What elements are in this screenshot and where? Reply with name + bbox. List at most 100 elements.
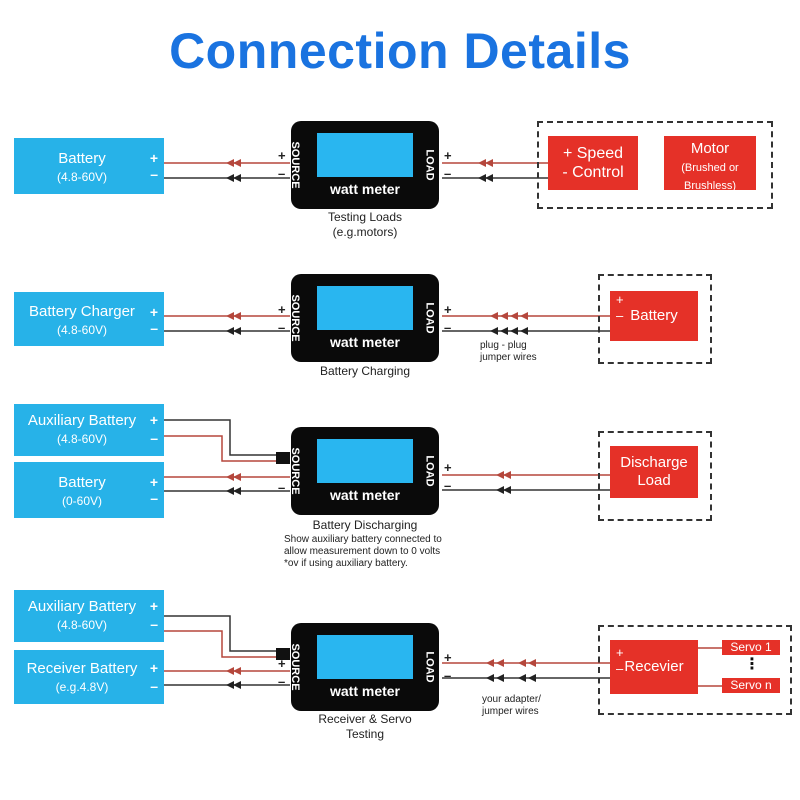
positive-terminal: + xyxy=(149,598,158,614)
row2-wires xyxy=(163,312,610,335)
discharge-note: Show auxiliary battery connected to allo… xyxy=(284,534,442,570)
source-box-auxiliary-battery: Auxiliary Battery(4.8-60V) + – xyxy=(14,404,164,456)
source-name: Receiver Battery xyxy=(26,660,138,677)
caption-battery-discharging: Battery Discharging xyxy=(290,518,440,533)
meter-load-label: LOAD xyxy=(423,455,436,487)
meter-load-plus: + xyxy=(444,650,452,665)
load-name: Recevier xyxy=(624,658,684,675)
source-name: Battery xyxy=(58,150,106,167)
meter-source-minus: – xyxy=(278,320,286,335)
positive-terminal: + xyxy=(149,660,158,676)
meter-source-minus: – xyxy=(278,480,286,495)
meter-load-plus: + xyxy=(444,460,452,475)
load-group-box xyxy=(537,121,773,209)
negative-terminal: – xyxy=(150,616,158,632)
meter-source-minus: – xyxy=(278,674,286,689)
row3-wires xyxy=(163,419,610,495)
watt-meter: SOURCE LOAD watt meter xyxy=(289,623,439,711)
row1-wires xyxy=(163,159,548,182)
negative-terminal: – xyxy=(150,678,158,694)
source-name: Auxiliary Battery xyxy=(27,598,137,615)
load-box-motor: Motor (Brushed or Brushless) xyxy=(664,136,756,192)
meter-source-plus: + xyxy=(278,656,286,671)
load-minus: – xyxy=(616,308,624,323)
wire-note: your adapter/ jumper wires xyxy=(482,694,541,718)
meter-load-minus: – xyxy=(444,668,452,683)
note-line: *ov if using auxiliary battery. xyxy=(284,558,408,569)
load-line: - Control xyxy=(562,164,624,181)
source-name: Battery xyxy=(58,474,106,491)
positive-terminal: + xyxy=(149,304,158,320)
meter-source-plus: + xyxy=(278,302,286,317)
load-line: Motor xyxy=(690,140,730,157)
source-box-receiver-battery: Receiver Battery (e.g.4.8V) + – xyxy=(14,650,164,704)
negative-terminal: – xyxy=(150,320,158,336)
load-line: + Speed xyxy=(562,145,624,162)
source-box-battery: Battery(0-60V) + – xyxy=(14,462,164,518)
load-plus: + xyxy=(616,292,624,307)
load-group-box xyxy=(598,625,792,715)
meter-screen xyxy=(317,439,413,483)
meter-screen xyxy=(317,133,413,177)
load-line: (Brushed or xyxy=(681,162,739,174)
load-box-speed-control: + Speed - Control xyxy=(548,136,638,190)
meter-load-label: LOAD xyxy=(423,651,436,683)
caption-line: Testing Loads xyxy=(327,210,403,224)
servo-label: Servo 1 xyxy=(730,640,772,654)
watt-meter: SOURCE LOAD watt meter xyxy=(289,274,439,362)
source-box-battery: Battery (4.8-60V) + – xyxy=(14,138,164,194)
source-range: (4.8-60V) xyxy=(56,618,108,632)
caption-testing-loads: Testing Loads (e.g.motors) xyxy=(290,210,440,240)
wire-note: plug - plug jumper wires xyxy=(480,340,537,364)
wire-note-line: your adapter/ xyxy=(482,694,541,705)
servo-box-1: Servo 1 xyxy=(722,640,780,655)
load-box-receiver: + – Recevier xyxy=(610,640,698,694)
positive-terminal: + xyxy=(149,150,158,166)
negative-terminal: – xyxy=(150,430,158,446)
meter-load-minus: – xyxy=(444,478,452,493)
source-name: Battery Charger xyxy=(29,303,135,320)
meter-load-plus: + xyxy=(444,302,452,317)
watt-meter: SOURCE LOAD watt meter xyxy=(289,427,439,515)
source-box-battery-charger: Battery Charger(4.8-60V) + – xyxy=(14,292,164,346)
caption-battery-charging: Battery Charging xyxy=(290,364,440,379)
meter-label: watt meter xyxy=(329,334,401,350)
row4-wires xyxy=(163,615,722,689)
meter-source-minus: – xyxy=(278,166,286,181)
source-range: (4.8-60V) xyxy=(56,170,108,184)
caption-line: Battery Discharging xyxy=(312,518,418,532)
wire-note-line: jumper wires xyxy=(482,706,539,717)
source-range: (0-60V) xyxy=(61,494,102,508)
caption-receiver-servo-testing: Receiver & Servo Testing xyxy=(290,712,440,742)
meter-source-plus: + xyxy=(278,148,286,163)
caption-line: Testing xyxy=(345,727,385,741)
servo-box-n: Servo n xyxy=(722,678,780,693)
meter-screen xyxy=(317,635,413,679)
source-box-auxiliary-battery: Auxiliary Battery (4.8-60V) + – xyxy=(14,590,164,642)
watt-meter: SOURCE LOAD watt meter xyxy=(289,121,439,209)
meter-screen xyxy=(317,286,413,330)
source-range: (e.g.4.8V) xyxy=(55,680,109,694)
load-line: Brushless) xyxy=(684,180,736,192)
load-box-discharge-load: Discharge Load xyxy=(610,446,698,498)
wire-note-line: plug - plug xyxy=(480,340,527,351)
meter-load-plus: + xyxy=(444,148,452,163)
note-line: allow measurement down to 0 volts xyxy=(284,546,441,557)
servo-label: Servo n xyxy=(730,678,772,692)
caption-line: Receiver & Servo xyxy=(318,712,412,726)
source-name: Auxiliary Battery xyxy=(27,412,137,429)
caption-line: (e.g.motors) xyxy=(332,225,398,239)
load-box-battery: + – Battery xyxy=(610,291,698,341)
negative-terminal: – xyxy=(150,166,158,182)
meter-load-label: LOAD xyxy=(423,302,436,334)
load-name: Battery xyxy=(630,307,678,324)
note-line: Show auxiliary battery connected to xyxy=(284,534,442,545)
load-group-box xyxy=(598,274,712,364)
meter-load-minus: – xyxy=(444,320,452,335)
page-title: Connection Details xyxy=(169,23,631,79)
servo-ellipsis: ⋮ xyxy=(744,656,760,673)
meter-label: watt meter xyxy=(329,683,401,699)
load-group-box xyxy=(598,431,712,521)
meter-label: watt meter xyxy=(329,181,401,197)
